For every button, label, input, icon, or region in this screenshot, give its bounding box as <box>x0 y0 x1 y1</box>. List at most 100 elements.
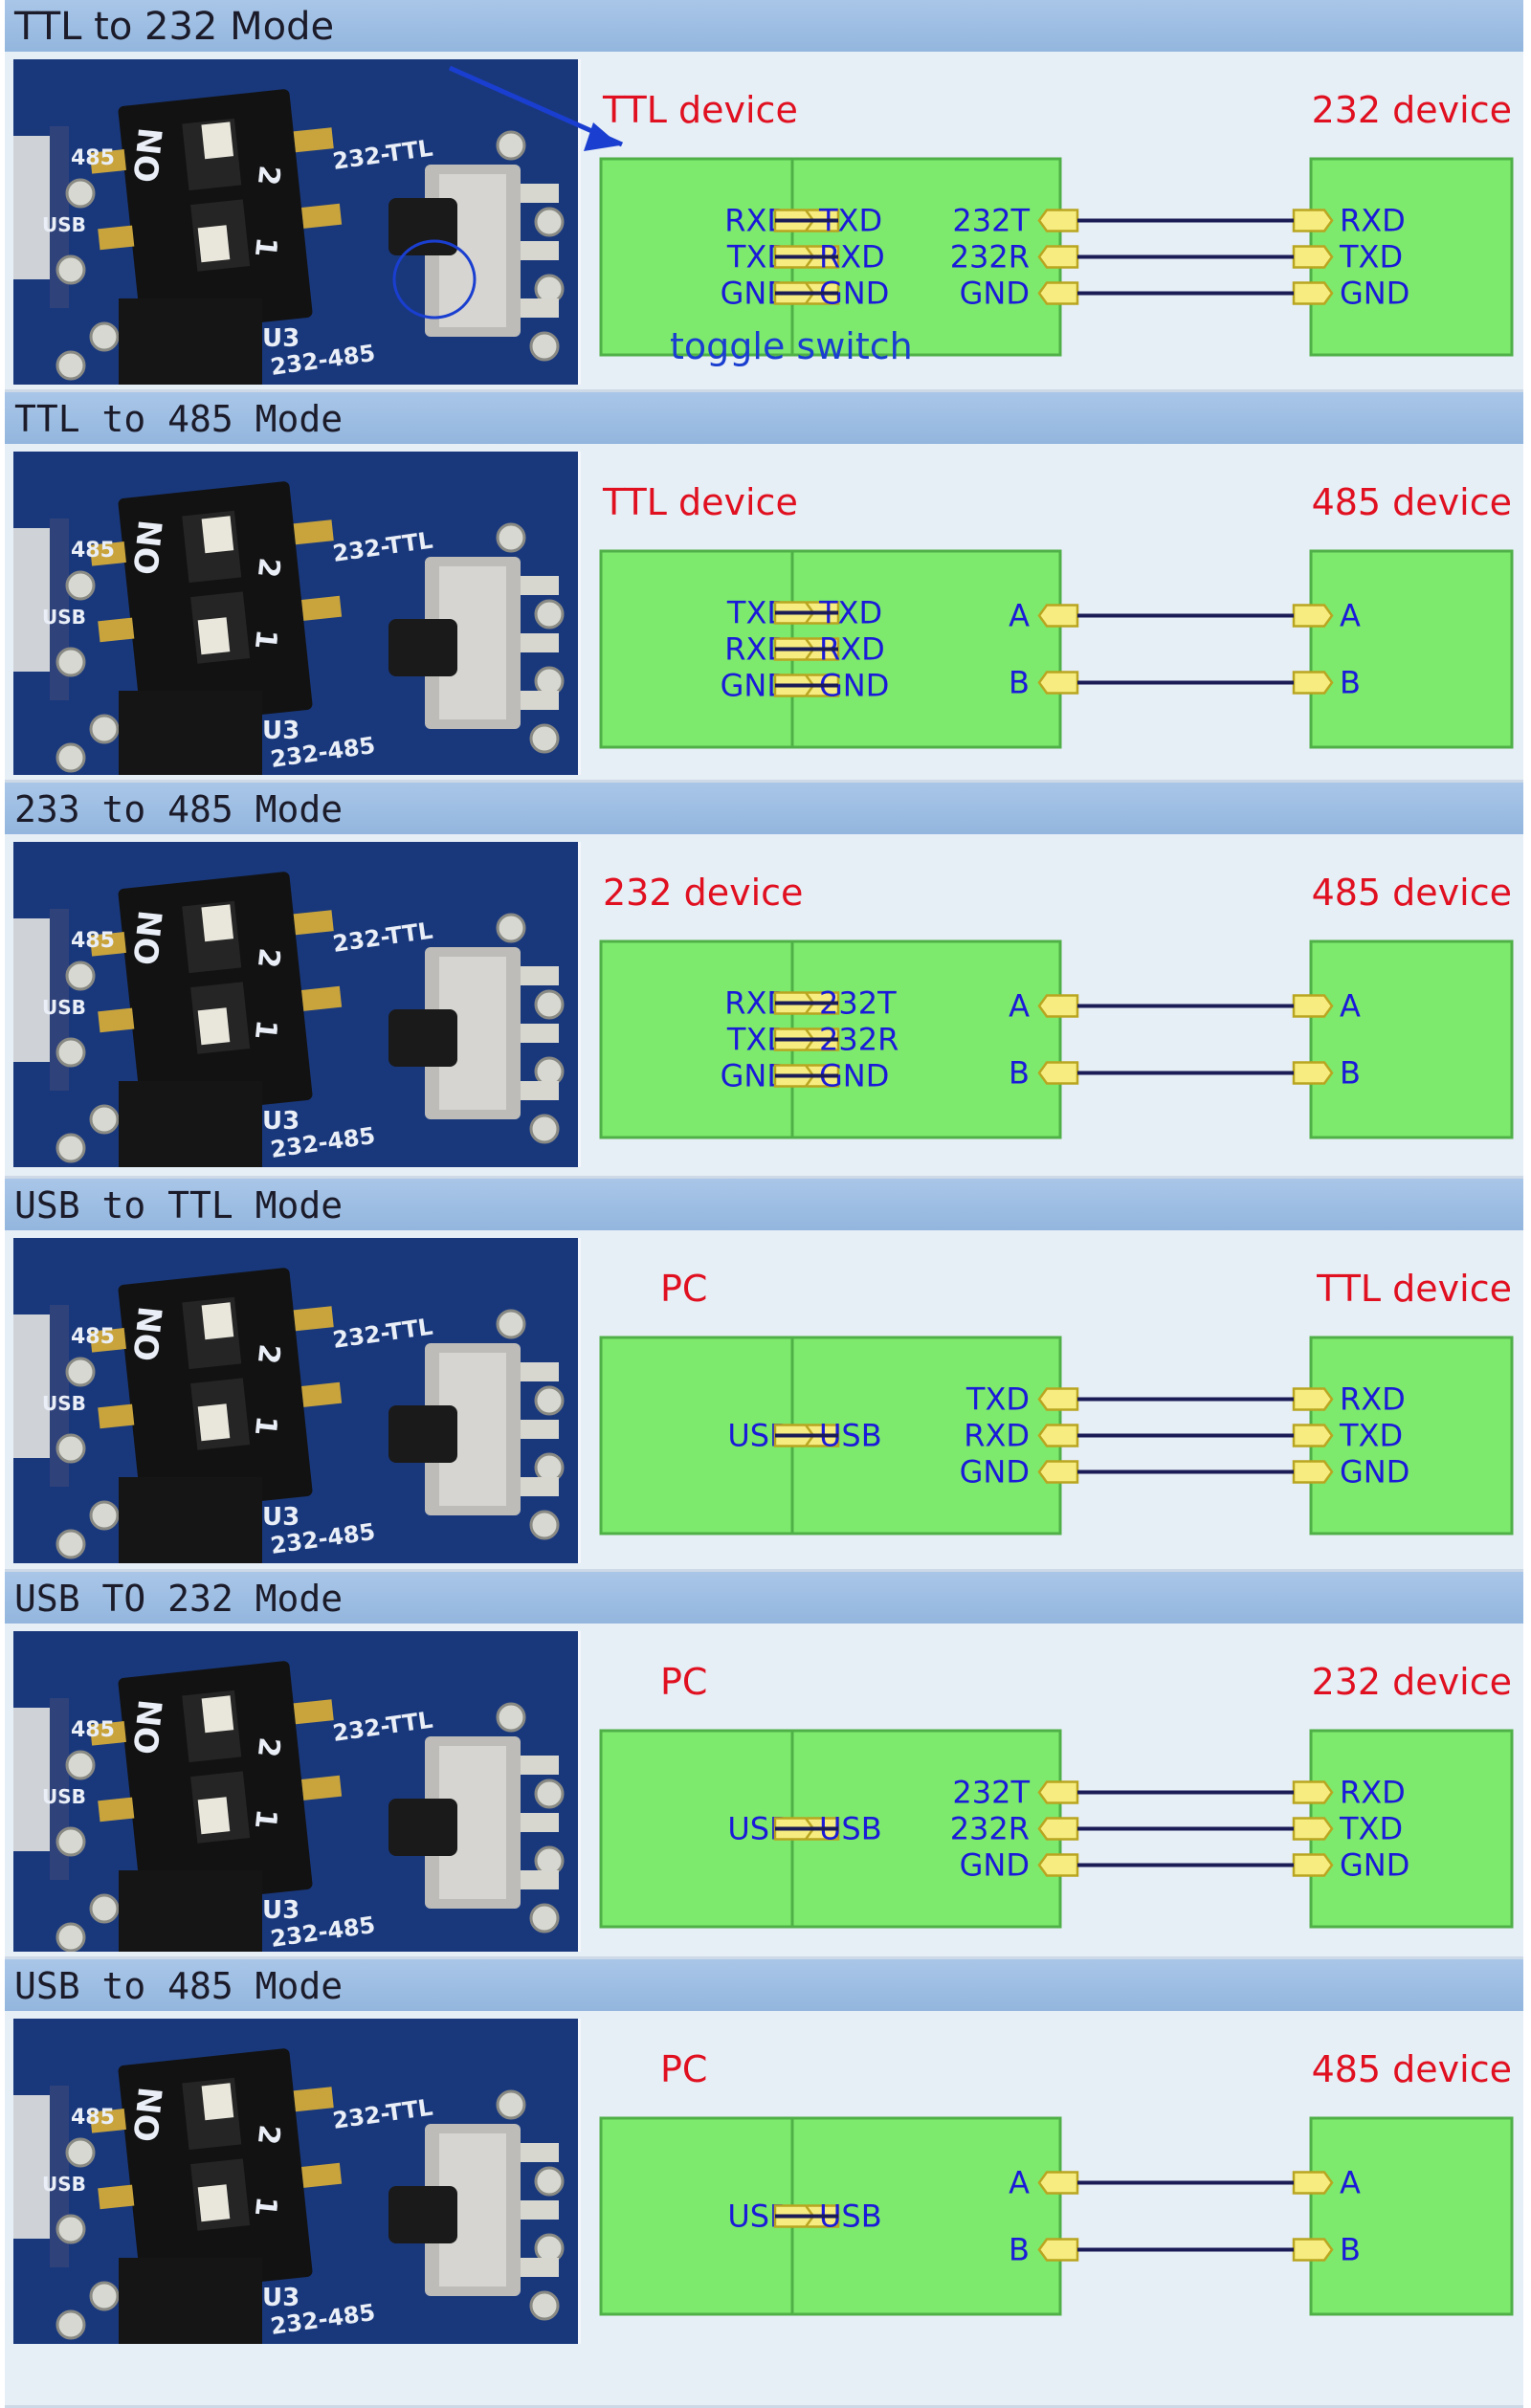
toggle-switch <box>388 947 559 1119</box>
silk-usb: USB <box>42 606 86 629</box>
silk-2: 2 <box>251 1735 286 1758</box>
converter-right-pin-connector <box>1037 671 1079 695</box>
right-pin-connector <box>1292 604 1334 628</box>
converter-right-pin-label: GND <box>960 1454 1030 1491</box>
silk-u3: U3 <box>262 717 300 745</box>
toggle-switch <box>388 2124 559 2296</box>
silk-485: 485 <box>71 1325 115 1349</box>
converter-right-pin-label: 232T <box>952 203 1030 239</box>
converter-right-pin-label: A <box>1009 988 1030 1025</box>
right-pin-label: A <box>1340 598 1361 634</box>
right-pin-connector <box>1292 281 1334 305</box>
silk-485: 485 <box>71 2106 115 2130</box>
converter-right-pin-label: 232R <box>950 1811 1030 1847</box>
right-pin-label: GND <box>1340 1454 1409 1491</box>
dip-switch <box>89 481 343 727</box>
right-device-title: 485 device <box>1312 481 1512 523</box>
silk-on: ON <box>127 1698 171 1756</box>
silk-485: 485 <box>71 539 115 563</box>
silk-u3: U3 <box>262 324 300 353</box>
mode-title: TTL to 232 Mode <box>5 0 1523 52</box>
converter-right-pin-connector <box>1037 245 1079 269</box>
silk-usb: USB <box>42 1392 86 1415</box>
left-device-title: PC <box>660 1268 707 1310</box>
toggle-switch <box>388 165 559 337</box>
left-device-title: PC <box>660 1661 707 1703</box>
converter-right-pin-label: B <box>1009 1055 1030 1092</box>
silk-usb: USB <box>42 213 86 236</box>
silk-u3: U3 <box>262 1503 300 1532</box>
converter-right-pin-connector <box>1037 1061 1079 1085</box>
silk-485: 485 <box>71 146 115 170</box>
silk-u3: U3 <box>262 1107 300 1136</box>
right-pin-label: B <box>1340 1055 1361 1092</box>
converter-right-pin-label: B <box>1009 665 1030 701</box>
right-pin-label: B <box>1340 665 1361 701</box>
mode-title: USB TO 232 Mode <box>5 1572 1523 1624</box>
toggle-switch-highlight <box>392 239 477 320</box>
mode-title: USB to 485 Mode <box>5 1959 1523 2011</box>
right-pin-connector <box>1292 2171 1334 2195</box>
converter-right-pin-connector <box>1037 1817 1079 1841</box>
right-pin-label: A <box>1340 988 1361 1025</box>
right-pin-connector <box>1292 1460 1334 1484</box>
toggle-switch-annotation: toggle switch <box>670 325 913 367</box>
right-device-box <box>1309 939 1514 1139</box>
silk-1: 1 <box>248 628 283 651</box>
converter-right-pin-connector <box>1037 1460 1079 1484</box>
dip-switch <box>89 1661 343 1907</box>
toggle-switch <box>388 557 559 729</box>
silk-1: 1 <box>248 1414 283 1437</box>
silk-usb: USB <box>42 1785 86 1808</box>
right-pin-connector <box>1292 671 1334 695</box>
converter-right-pin-connector <box>1037 2171 1079 2195</box>
converter-right-pin-label: GND <box>960 1847 1030 1884</box>
right-device-title: 232 device <box>1312 89 1512 131</box>
converter-right-pin-label: GND <box>960 276 1030 312</box>
silk-on: ON <box>127 909 171 967</box>
right-pin-label: TXD <box>1339 1811 1403 1847</box>
silk-on: ON <box>127 519 171 577</box>
silk-on: ON <box>127 1305 171 1363</box>
right-device-title: 485 device <box>1312 872 1512 914</box>
converter-right-pin-label: 232R <box>950 239 1030 276</box>
right-pin-connector <box>1292 209 1334 232</box>
dip-switch <box>89 89 343 335</box>
converter-right-pin-label: RXD <box>964 1418 1030 1454</box>
right-device-title: 232 device <box>1312 1661 1512 1703</box>
right-pin-connector <box>1292 245 1334 269</box>
right-pin-connector <box>1292 1387 1334 1411</box>
right-device-title: TTL device <box>1316 1268 1512 1310</box>
silk-u3: U3 <box>262 1896 300 1925</box>
silk-on: ON <box>127 2086 171 2144</box>
converter-right-pin-label: B <box>1009 2232 1030 2268</box>
toggle-switch <box>388 1343 559 1515</box>
right-device-box <box>1309 2116 1514 2316</box>
right-pin-label: TXD <box>1339 239 1403 276</box>
converter-right-pin-label: 232T <box>952 1775 1030 1811</box>
left-device-title: TTL device <box>602 481 798 523</box>
silk-u3: U3 <box>262 2284 300 2312</box>
converter-right-pin-label: A <box>1009 2165 1030 2201</box>
converter-right-pin-connector <box>1037 994 1079 1018</box>
silk-2: 2 <box>251 556 286 579</box>
mode-title: TTL to 485 Mode <box>5 392 1523 444</box>
right-pin-label: GND <box>1340 1847 1409 1884</box>
silk-1: 1 <box>248 235 283 258</box>
toggle-switch <box>388 1736 559 1909</box>
